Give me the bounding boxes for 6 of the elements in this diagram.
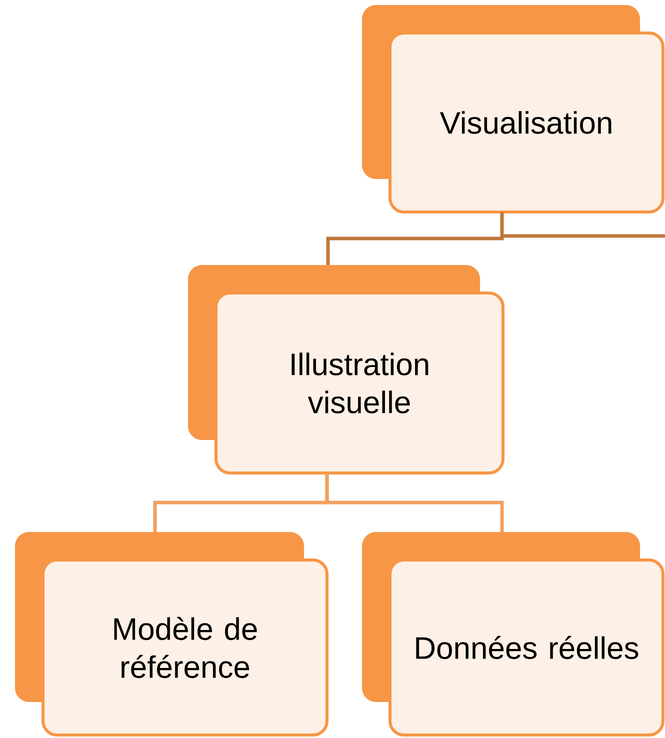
org-box: Visualisation <box>362 5 664 214</box>
org-box: Données réelles <box>362 532 664 736</box>
connector-line <box>325 473 504 532</box>
org-box: Illustration visuelle <box>188 265 504 474</box>
connector-line <box>326 212 504 265</box>
org-box: Modèle de référence <box>15 532 328 736</box>
